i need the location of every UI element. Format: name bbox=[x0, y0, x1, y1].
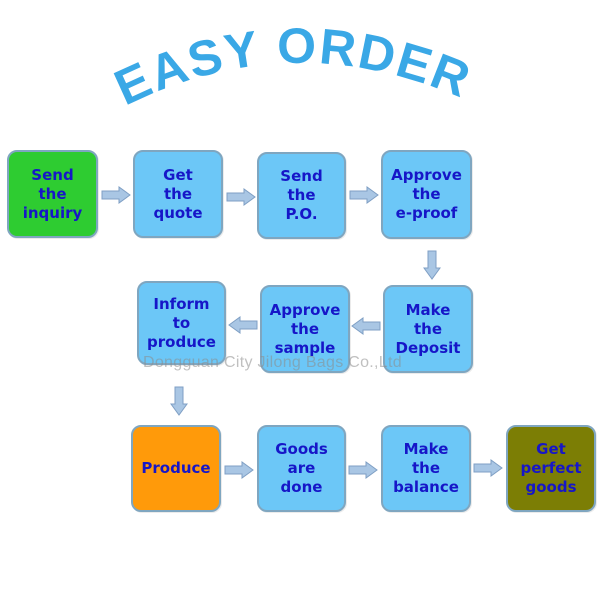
step-get-goods: Get perfect goods bbox=[506, 425, 596, 512]
title-banner: EASY ORDER bbox=[106, 18, 479, 116]
arrow-left-icon bbox=[228, 316, 258, 334]
arrow-right-icon bbox=[226, 188, 256, 206]
step-goods-done: Goods are done bbox=[257, 425, 346, 512]
arrow-right-icon bbox=[101, 186, 131, 204]
arrow-right-icon bbox=[348, 461, 378, 479]
arrow-down-icon bbox=[170, 386, 188, 416]
step-get-quote: Get the quote bbox=[133, 150, 223, 238]
step-send-inquiry: Send the inquiry bbox=[7, 150, 98, 238]
arrow-right-icon bbox=[349, 186, 379, 204]
arrow-left-icon bbox=[351, 317, 381, 335]
company-watermark: Dongguan City Jilong Bags Co.,Ltd bbox=[143, 354, 402, 371]
step-produce: Produce bbox=[131, 425, 221, 512]
step-make-balance: Make the balance bbox=[381, 425, 471, 512]
arrow-down-icon bbox=[423, 250, 441, 280]
step-send-po: Send the P.O. bbox=[257, 152, 346, 239]
step-approve-eproof: Approve the e-proof bbox=[381, 150, 472, 239]
step-inform-produce: Inform to produce bbox=[137, 281, 226, 365]
page-title: EASY ORDER bbox=[106, 18, 479, 116]
step-approve-sample: Approve the sample bbox=[260, 285, 350, 373]
step-make-deposit: Make the Deposit bbox=[383, 285, 473, 373]
arrow-right-icon bbox=[473, 459, 503, 477]
arrow-right-icon bbox=[224, 461, 254, 479]
